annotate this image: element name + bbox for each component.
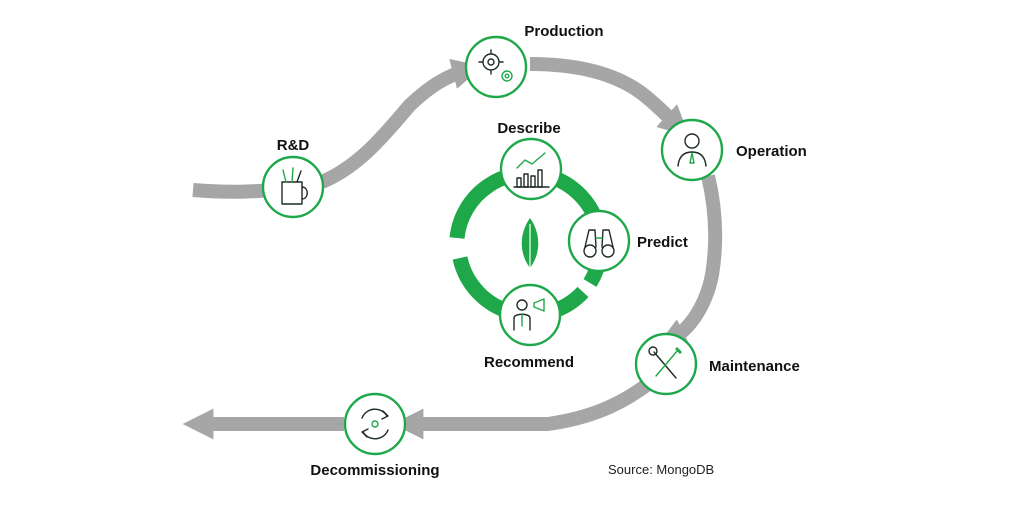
node-production: Production [464,23,604,99]
production-label: Production [524,23,603,40]
rnd-label: R&D [277,137,310,154]
predict-label: Predict [637,234,688,251]
source-text: Source: MongoDB [608,462,714,477]
node-recommend: Recommend [484,283,574,371]
recycle-arrows-icon [361,408,389,440]
lifecycle-path [182,57,723,440]
describe-label: Describe [497,120,560,137]
operation-label: Operation [736,143,807,160]
mongodb-leaf-icon [521,218,539,274]
path-segment-operation-maintenance [656,174,723,347]
decommissioning-label: Decommissioning [310,462,439,479]
maintenance-label: Maintenance [709,358,800,375]
node-rnd: R&D [261,137,325,219]
node-decommissioning: Decommissioning [310,392,440,479]
bar-chart-trend-icon [513,152,550,188]
path-segment-production-operation [529,57,690,137]
pencil-cup-icon [281,167,308,205]
binoculars-icon [583,229,615,258]
path-segment-maintenance-decommissioning [392,378,653,440]
node-predict: Predict [567,209,688,273]
wrench-screwdriver-icon [648,346,682,379]
node-maintenance: Maintenance [634,332,800,396]
path-segment-rnd-production [319,58,483,189]
node-describe: Describe [497,120,563,201]
gears-icon [478,49,513,82]
recommend-label: Recommend [484,354,574,371]
operator-person-icon [677,133,707,167]
node-operation: Operation [660,118,807,182]
person-megaphone-icon [513,298,545,331]
